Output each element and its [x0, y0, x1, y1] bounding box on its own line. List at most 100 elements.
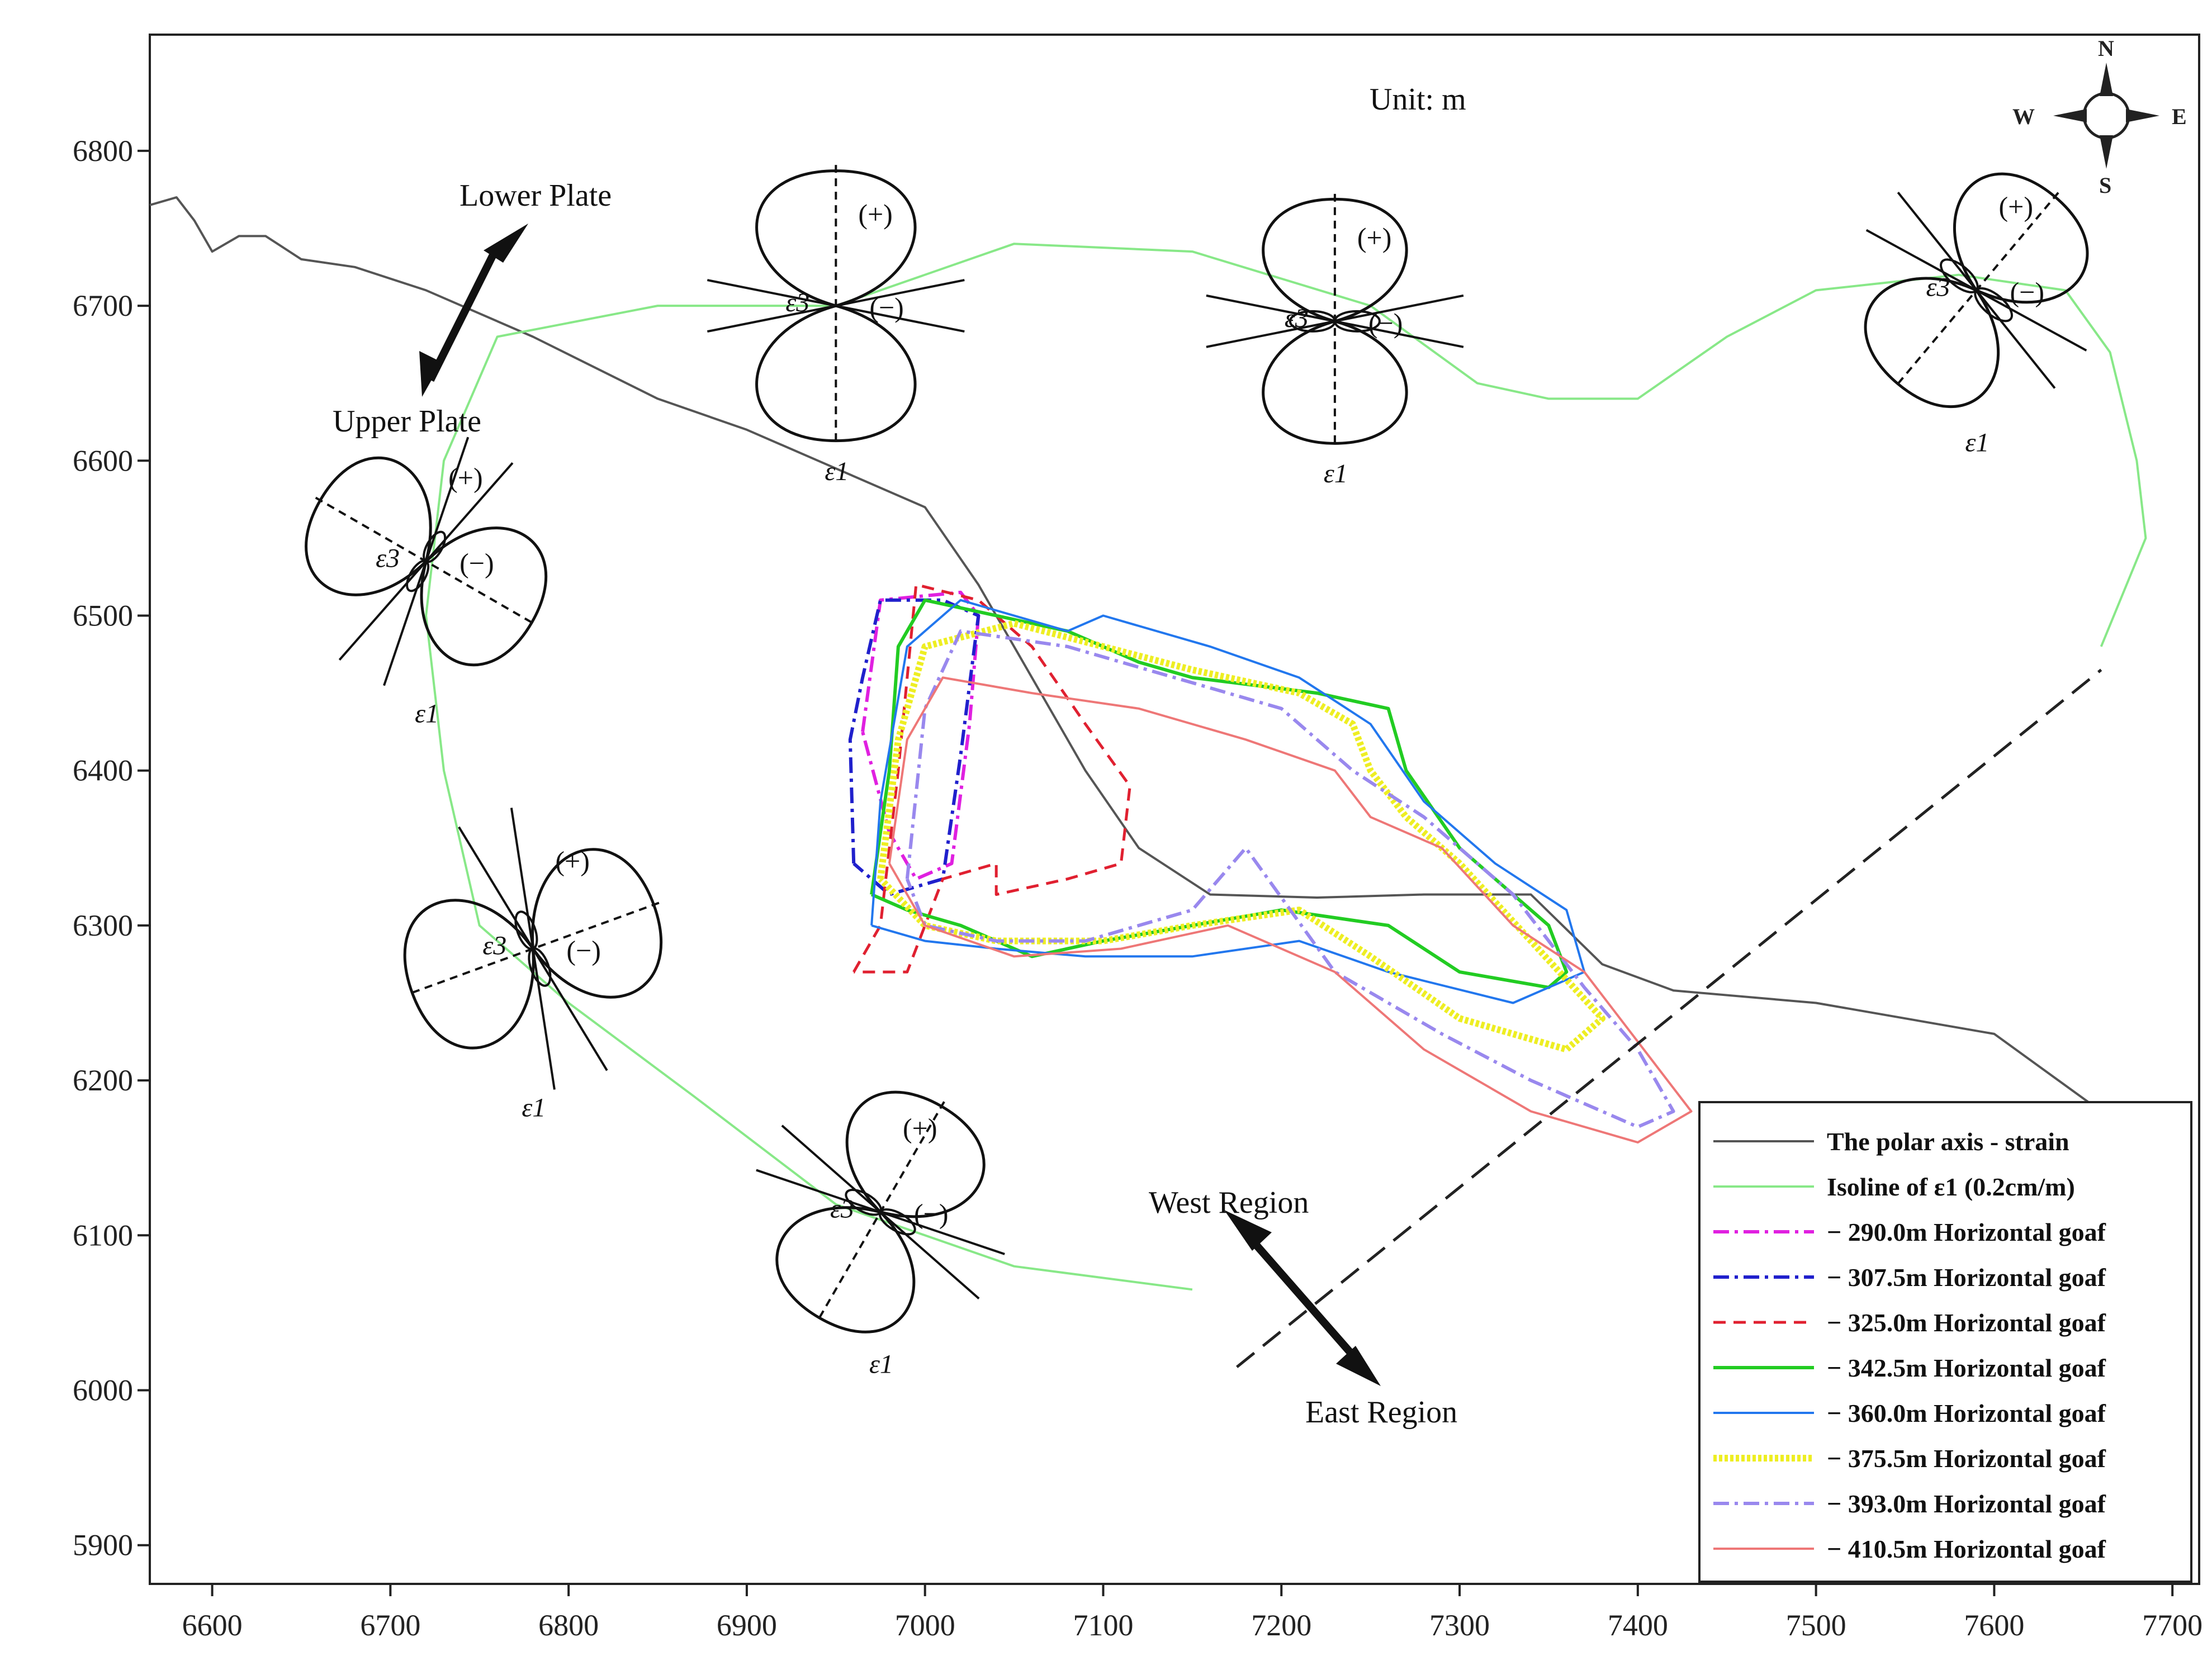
rose-plus: (+) — [1357, 222, 1392, 253]
y-tick-label: 6100 — [73, 1218, 133, 1252]
strain-rose — [403, 808, 662, 1090]
legend-label: − 410.5m Horizontal goaf — [1827, 1535, 2106, 1563]
legend-label: Isoline of ε1 (0.2cm/m) — [1827, 1173, 2075, 1201]
legend-label: − 393.0m Horizontal goaf — [1827, 1489, 2106, 1518]
series-line — [1236, 668, 2102, 1368]
strain-rose — [1864, 172, 2089, 409]
rose-eps3: ε3 — [376, 543, 400, 573]
y-tick-label: 6500 — [73, 599, 133, 633]
legend-label: − 325.0m Horizontal goaf — [1827, 1308, 2106, 1337]
plot-frame — [149, 34, 2200, 1585]
rose-eps3: ε3 — [1926, 272, 1950, 302]
series-line — [905, 629, 1675, 1129]
legend-label: − 290.0m Horizontal goaf — [1827, 1218, 2106, 1246]
rose-eps1: ε1 — [522, 1093, 546, 1122]
y-tick-label: 6700 — [73, 289, 133, 322]
compass-n: N — [2098, 36, 2114, 61]
series-layer — [149, 196, 2147, 1368]
compass-e: E — [2172, 104, 2187, 129]
rose-minus: (−) — [460, 547, 494, 578]
rose-line — [458, 826, 608, 1071]
legend-label: − 360.0m Horizontal goaf — [1827, 1399, 2106, 1427]
compass-icon — [2053, 63, 2159, 169]
rose-plus: (+) — [858, 198, 893, 230]
legend-label: The polar axis - strain — [1827, 1127, 2069, 1156]
plate-arrow — [419, 224, 528, 397]
x-tick-label: 6700 — [360, 1608, 420, 1642]
strain-rose — [1206, 193, 1464, 449]
west-region-label: West Region — [1149, 1185, 1309, 1220]
x-tick-label: 6900 — [717, 1608, 777, 1642]
rose-eps1: ε1 — [825, 457, 849, 486]
rose-plus: (+) — [448, 462, 483, 493]
strain-rose — [305, 436, 548, 686]
rose-plus: (+) — [1999, 191, 2034, 222]
rose-eps1: ε1 — [869, 1350, 893, 1379]
series-line — [870, 599, 1586, 1004]
compass-w: W — [2012, 104, 2035, 129]
y-tick-label: 6000 — [73, 1374, 133, 1407]
rose-line — [756, 1169, 1005, 1255]
x-tick-label: 7000 — [895, 1608, 955, 1642]
y-tick-label: 6600 — [73, 444, 133, 477]
rose-lobe — [420, 526, 548, 667]
rose-eps3: ε3 — [785, 288, 809, 317]
region-arrow — [1224, 1210, 1381, 1386]
upper-plate-label: Upper Plate — [333, 404, 481, 439]
legend-label: − 375.5m Horizontal goaf — [1827, 1444, 2106, 1473]
legend-label: − 342.5m Horizontal goaf — [1827, 1354, 2106, 1382]
y-tick-label: 6400 — [73, 754, 133, 787]
y-tick-label: 5900 — [73, 1529, 133, 1562]
series-line — [149, 196, 2102, 1113]
x-tick-label: 7200 — [1251, 1608, 1311, 1642]
series-line — [888, 676, 1693, 1143]
y-tick-label: 6800 — [73, 134, 133, 168]
rose-minus: (−) — [566, 934, 600, 966]
y-tick-label: 6200 — [73, 1064, 133, 1097]
x-tick-label: 7300 — [1429, 1608, 1490, 1642]
strain-roses: (+) (−) ε1 ε3 (+) (−) ε1 ε3 (+) (−) ε1 ε3 (+) (−) ε1 ε3… — [305, 165, 2089, 1379]
lower-plate-label: Lower Plate — [460, 178, 612, 213]
strain-rose — [756, 1090, 1005, 1334]
rose-minus: (−) — [914, 1198, 949, 1230]
series-line — [861, 590, 981, 881]
rose-eps1: ε1 — [415, 699, 439, 728]
x-tick-label: 7400 — [1608, 1608, 1668, 1642]
series-line — [425, 243, 2147, 1291]
rose-lobe — [1864, 277, 2000, 409]
rose-lobe — [1262, 320, 1408, 445]
rose-eps3: ε3 — [830, 1194, 854, 1224]
rose-eps1: ε1 — [1965, 428, 1990, 457]
strain-rose — [707, 165, 965, 447]
axis-ticks: 6600 6700 6800 6900 7000 7100 7200 7300 7400 7500… — [73, 134, 2202, 1642]
series-line — [877, 620, 1606, 1053]
series-line — [852, 583, 1131, 974]
unit-label: Unit: m — [1370, 82, 1466, 117]
rose-line — [1206, 294, 1464, 348]
x-tick-label: 7600 — [1964, 1608, 2024, 1642]
rose-plus: (+) — [903, 1113, 937, 1144]
series-line — [870, 598, 1569, 989]
legend-label: − 307.5m Horizontal goaf — [1827, 1263, 2106, 1292]
x-tick-label: 7100 — [1073, 1608, 1133, 1642]
x-tick-label: 6800 — [538, 1608, 599, 1642]
x-tick-label: 7500 — [1786, 1608, 1846, 1642]
x-tick-label: 7700 — [2142, 1608, 2202, 1642]
compass-s: S — [2099, 173, 2111, 198]
rose-minus: (−) — [1368, 307, 1403, 339]
rose-line — [707, 279, 965, 333]
rose-eps3: ε3 — [1285, 303, 1309, 333]
rose-minus: (−) — [2010, 276, 2045, 307]
rose-eps3: ε3 — [482, 931, 506, 960]
series-line — [848, 598, 981, 896]
rose-lobe — [775, 1206, 916, 1334]
rose-line — [1865, 229, 2087, 352]
rose-line — [383, 436, 470, 686]
rose-minus: (−) — [869, 292, 904, 323]
east-region-label: East Region — [1305, 1395, 1457, 1430]
x-tick-label: 6600 — [182, 1608, 243, 1642]
rose-plus: (+) — [555, 845, 589, 876]
